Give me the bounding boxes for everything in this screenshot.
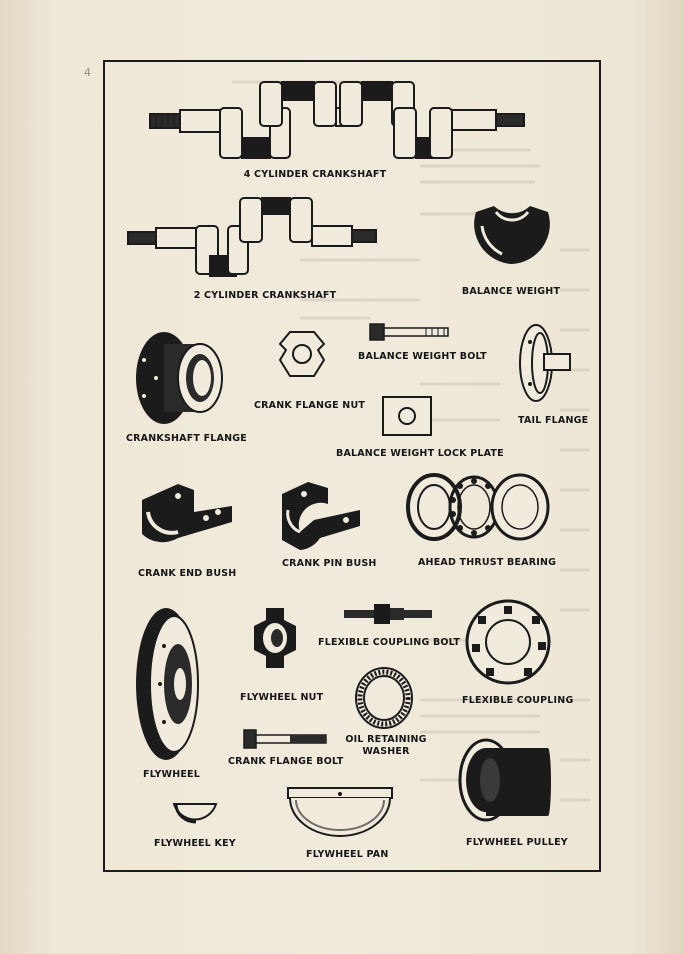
flywheel-pulley-drawing [458, 738, 551, 822]
flexible-coupling-drawing [465, 599, 551, 685]
oil-retaining-washer-drawing [355, 667, 413, 729]
label-balance-weight-bolt: BALANCE WEIGHT BOLT [358, 351, 487, 362]
tail-flange-drawing [519, 324, 571, 402]
crank-flange-nut-drawing [278, 331, 326, 377]
label-flexible-coupling: FLEXIBLE COUPLING [462, 695, 574, 706]
flexible-coupling-bolt-drawing [344, 604, 432, 624]
label-crankshaft-2cyl: 2 CYLINDER CRANKSHAFT [193, 290, 337, 301]
label-balance-weight-lock-plate: BALANCE WEIGHT LOCK PLATE [336, 448, 504, 459]
balance-weight-bolt-drawing [369, 323, 449, 341]
crankshaft-4cyl-drawing [149, 81, 525, 159]
label-flexible-coupling-bolt: FLEXIBLE COUPLING BOLT [318, 637, 461, 648]
label-ahead-thrust-bearing: AHEAD THRUST BEARING [418, 557, 557, 568]
flywheel-pan-drawing [287, 787, 393, 837]
label-crank-pin-bush: CRANK PIN BUSH [282, 558, 377, 569]
flywheel-drawing [136, 608, 199, 760]
label-flywheel-pan: FLYWHEEL PAN [306, 849, 389, 860]
page-number: 4 [84, 66, 91, 79]
label-flywheel-pulley: FLYWHEEL PULLEY [466, 837, 568, 848]
label-flywheel: FLYWHEEL [143, 769, 201, 780]
label-crank-end-bush: CRANK END BUSH [138, 568, 237, 579]
label-crankshaft-4cyl: 4 CYLINDER CRANKSHAFT [243, 169, 387, 180]
label-crank-flange-nut: CRANK FLANGE NUT [254, 400, 366, 411]
crank-flange-bolt-drawing [243, 729, 327, 749]
balance-weight-lock-plate-drawing [382, 396, 432, 436]
label-flywheel-nut: FLYWHEEL NUT [240, 692, 324, 703]
label-flywheel-key: FLYWHEEL KEY [154, 838, 236, 849]
illustration-frame [103, 60, 601, 872]
label-tail-flange: TAIL FLANGE [518, 415, 589, 426]
crank-end-bush-drawing [142, 484, 232, 543]
crankshaft-flange-drawing [136, 332, 223, 424]
label-balance-weight: BALANCE WEIGHT [461, 286, 561, 297]
flywheel-nut-drawing [254, 608, 296, 668]
label-crank-flange-bolt: CRANK FLANGE BOLT [228, 756, 344, 767]
flywheel-key-drawing [172, 803, 218, 824]
label-crankshaft-flange: CRANKSHAFT FLANGE [126, 433, 247, 444]
label-oil-retaining-2: WASHER [362, 746, 410, 757]
label-oil-retaining-1: OIL RETAINING [345, 734, 427, 745]
crankshaft-2cyl-drawing [127, 197, 377, 277]
ahead-thrust-bearing-drawing [406, 473, 550, 541]
balance-weight-drawing [474, 206, 550, 264]
crank-pin-bush-drawing [282, 482, 360, 550]
